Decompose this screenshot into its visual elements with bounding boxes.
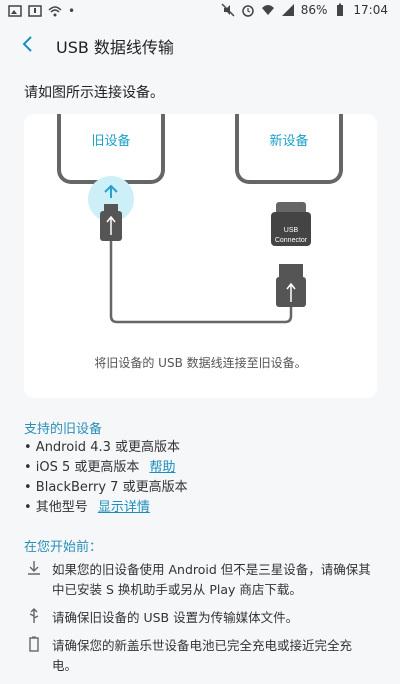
tip-item: 请确保您的新盖乐世设备电池已完全充电或接近完全充电。 [24, 636, 374, 676]
back-arrow-icon[interactable] [16, 32, 40, 56]
new-device-illustration: 新设备 [235, 114, 343, 184]
old-usb-plug [100, 204, 122, 241]
usb-icon [24, 608, 44, 628]
list-item: • iOS 5 或更高版本帮助 [24, 460, 176, 475]
battery-icon [337, 3, 344, 16]
gallery-icon [8, 5, 22, 17]
tip-item: 如果您的旧设备使用 Android 但不是三星设备，请确保其中已安装 S 换机助… [24, 560, 374, 600]
tip-item: 请确保旧设备的 USB 设置为传输媒体文件。 [24, 608, 374, 628]
show-details-link[interactable]: 显示详情 [97, 500, 150, 515]
battery-outline-icon [24, 636, 44, 676]
download-icon [24, 560, 44, 600]
before-you-start-title: 在您开始前： [24, 540, 103, 555]
signal-icon [281, 4, 294, 16]
app-header: USB 数据线传输 [0, 24, 400, 66]
usb-cable [109, 241, 293, 324]
connector-label-connector: Connector [275, 237, 308, 244]
cable-diagram: USB Connector [100, 184, 311, 324]
tip-text: 如果您的旧设备使用 Android 但不是三星设备，请确保其中已安装 S 换机助… [52, 562, 371, 597]
old-device-label: 旧设备 [91, 134, 131, 149]
status-right: 86% 17:04 [221, 3, 388, 17]
help-link[interactable]: 帮助 [149, 460, 176, 475]
supported-devices-list: • Android 4.3 或更高版本 • iOS 5 或更高版本帮助 • Bl… [24, 438, 188, 518]
wifi-icon [261, 5, 274, 15]
battery-percent: 86% [300, 3, 328, 17]
up-arrow-icon [104, 184, 118, 198]
dot-icon: • [68, 4, 76, 18]
before-you-start-tips: 如果您的旧设备使用 Android 但不是三星设备，请确保其中已安装 S 换机助… [24, 560, 374, 684]
status-bar: • 86% 17:04 [0, 0, 400, 24]
intro-text: 请如图所示连接设备。 [24, 85, 164, 101]
new-device-label: 新设备 [269, 134, 309, 149]
list-item: • 其他型号显示详情 [24, 500, 150, 515]
tip-text: 请确保您的新盖乐世设备电池已完全充电或接近完全充电。 [52, 638, 353, 673]
tip-text: 请确保旧设备的 USB 设置为传输媒体文件。 [52, 610, 299, 625]
usb-connector: USB Connector [271, 202, 311, 246]
connector-label-usb: USB [284, 227, 299, 234]
alarm-icon [241, 5, 254, 17]
status-left: • [8, 4, 75, 18]
connection-illustration-card: 旧设备 新设备 USB Connector 将旧设备的 USB 数据线连接至旧设… [24, 114, 377, 398]
supported-devices-title: 支持的旧设备 [24, 422, 103, 437]
wifi-signal-icon [48, 6, 62, 17]
list-item: • BlackBerry 7 或更高版本 [24, 480, 188, 495]
page-title: USB 数据线传输 [56, 38, 174, 57]
new-usb-plug [276, 264, 306, 307]
list-item: • Android 4.3 或更高版本 [24, 440, 181, 455]
clock: 17:04 [353, 3, 388, 17]
alert-icon [28, 5, 42, 17]
illustration-caption: 将旧设备的 USB 数据线连接至旧设备。 [94, 356, 307, 370]
mute-icon [221, 3, 235, 17]
